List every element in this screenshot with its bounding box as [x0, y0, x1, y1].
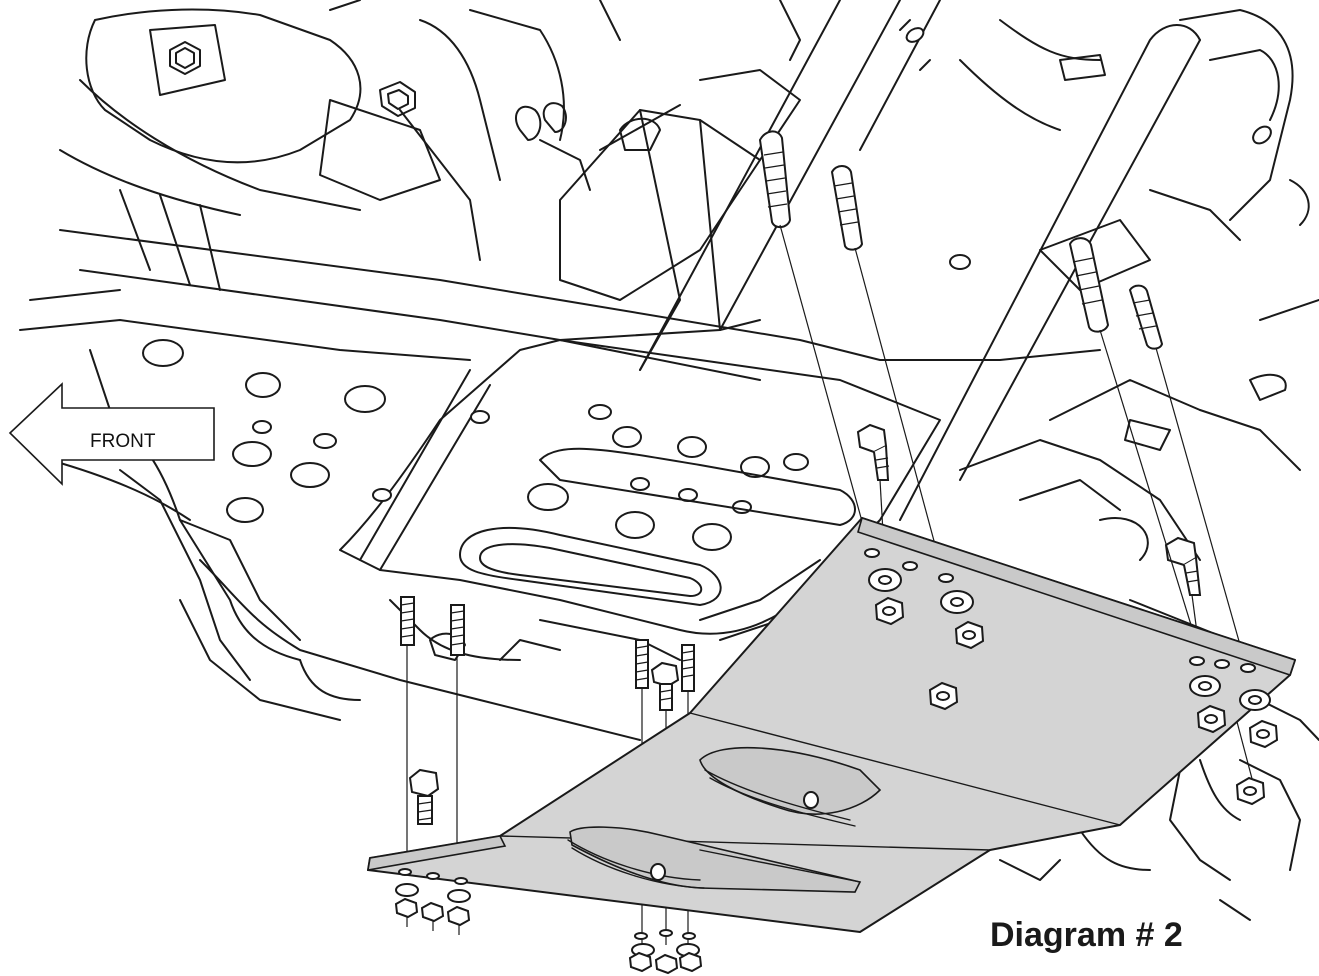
stud-upper-4: [1128, 284, 1164, 350]
stud-upper-1: [758, 130, 792, 228]
front-direction-arrow: FRONT: [8, 382, 215, 486]
diagram-title: Diagram # 2: [990, 916, 1183, 954]
stud-lower-left-2: [450, 604, 465, 656]
skid-plate-cutout-1: [699, 746, 882, 827]
hex-bolt-mid-2: [1164, 536, 1202, 596]
front-arrow-icon: [8, 382, 215, 486]
stud-upper-2: [830, 165, 864, 251]
fastener-group-1: [864, 548, 905, 626]
fastener-single: [902, 561, 959, 711]
front-arrow-label: FRONT: [90, 431, 156, 452]
fastener-group-3: [1189, 656, 1279, 806]
fastener-group-2: [938, 573, 985, 650]
skid-plate-left-flange: [367, 835, 507, 871]
fastener-group-4: [394, 868, 471, 935]
loose-hex-bolt: [408, 768, 440, 825]
stud-lower-left-1: [400, 596, 415, 646]
skid-plate: [367, 516, 1297, 933]
hex-bolt-mid-1: [856, 423, 890, 481]
skid-plate-body: [367, 517, 1296, 933]
stud-lower-mid-1: [635, 639, 649, 689]
hex-bolt-lower-mid: [650, 661, 680, 711]
skid-plate-cutout-2: [567, 826, 862, 893]
hardware-fasteners: [394, 548, 1279, 975]
stud-lower-mid-2: [681, 644, 695, 692]
vehicle-studs: [400, 130, 1202, 825]
skid-plate-top-flange: [857, 516, 1297, 677]
fastener-group-5: [628, 929, 703, 975]
stud-upper-3: [1068, 237, 1110, 333]
